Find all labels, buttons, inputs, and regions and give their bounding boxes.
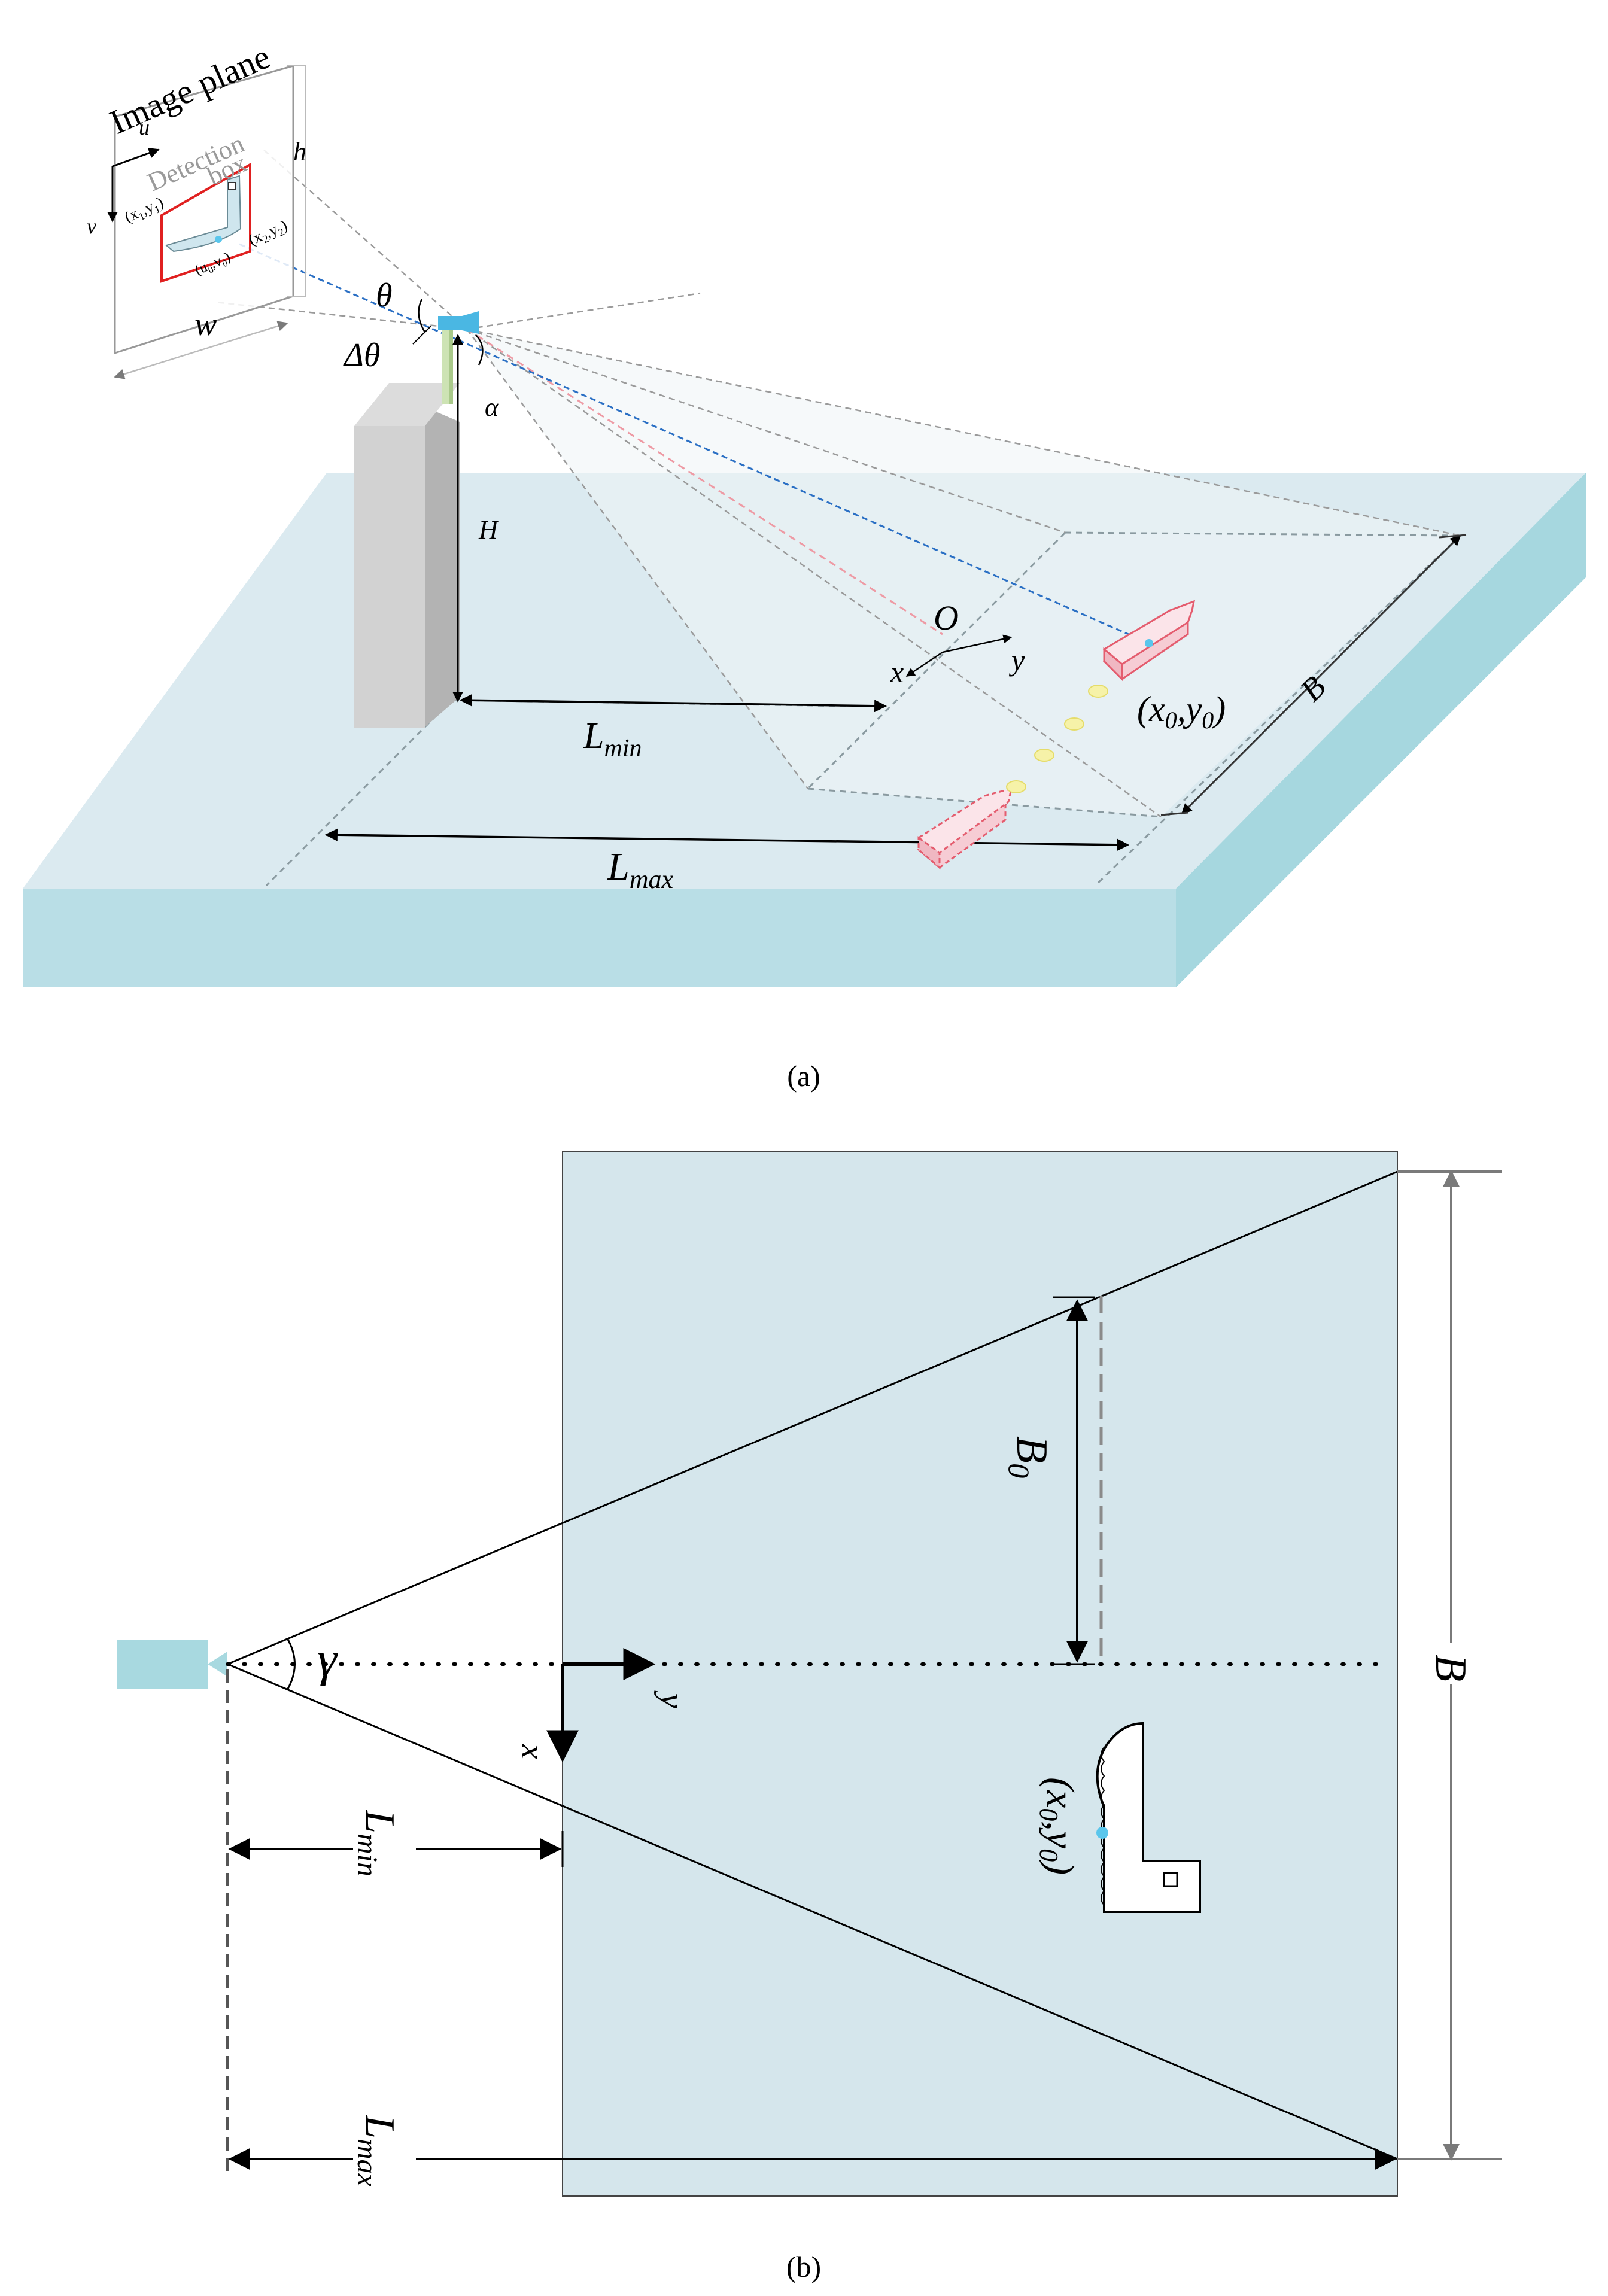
v-label: v [87, 214, 96, 238]
pillar-top [354, 383, 460, 426]
pillar-side [425, 407, 460, 727]
trajectory-marks [1006, 685, 1108, 793]
fov-ray-6 [263, 149, 467, 330]
w-label: w [194, 306, 217, 343]
L-min-label-bg [353, 1816, 416, 1882]
O-label: O [934, 598, 959, 637]
fov-region [467, 329, 1460, 789]
camera-mast-shade [449, 329, 453, 404]
L-max-dimension-a [324, 828, 1130, 852]
image-center-point [215, 236, 222, 243]
alpha-arc [475, 334, 484, 366]
L-min-dimension-a [459, 694, 887, 713]
B-dimension-a [1181, 534, 1461, 815]
water-front-face [23, 889, 1176, 987]
ship-window-b [1163, 1872, 1178, 1887]
caption-a: (a) [787, 1059, 820, 1093]
fov-ray-2 [466, 328, 1066, 534]
ship-center-point [1145, 639, 1153, 647]
panel-b: γ y x B0 B Lmin Lmax (x0,y0) [117, 1151, 1502, 2283]
x-label-b: x [514, 1744, 551, 1759]
u-axis [112, 148, 160, 168]
fov-ray-5 [466, 292, 701, 330]
fov-line-bottom [227, 1663, 1398, 2160]
image-plane-dim-w [114, 321, 288, 379]
ship-outline-b [1096, 1722, 1201, 1913]
ground-edge-4 [807, 531, 1066, 790]
L-max-label-b: Lmax [351, 2115, 403, 2186]
camera-mast [442, 329, 449, 404]
gamma-arc [286, 1638, 296, 1690]
fov-line-top [227, 1170, 1398, 1665]
B-label-b: B [1426, 1655, 1475, 1681]
fov-ray-3 [466, 329, 809, 789]
gamma-label: γ [317, 1631, 338, 1687]
y-label-a: y [1008, 643, 1025, 677]
y-axis-a [942, 634, 1013, 653]
ship-wake-b [1101, 1747, 1105, 1906]
line-of-sight-blue [239, 243, 1150, 644]
x-label-a: x [890, 655, 904, 689]
B-tick-1 [1160, 811, 1188, 816]
y-label-b: y [653, 1690, 691, 1708]
ground-edge-2 [265, 699, 453, 887]
theta-label: θ [376, 277, 393, 314]
delta-theta-pointer [412, 326, 431, 345]
ship-coord-label-a: (x0,y0) [1137, 689, 1226, 734]
L-max-label-bg [353, 2121, 416, 2199]
H-label: H [478, 515, 499, 545]
B-tick-2 [1439, 534, 1467, 539]
pillar-front [354, 426, 425, 728]
delta-theta-label: Δθ [343, 337, 380, 374]
x-axis-a [905, 651, 943, 677]
ship-center-point-b [1096, 1827, 1108, 1839]
theta-arc [418, 299, 426, 333]
h-label: h [293, 137, 306, 166]
panel-a: Image plane Detection box u v h w (x1,y1… [23, 37, 1586, 1093]
u-label: u [139, 115, 150, 139]
B-label-bg [1433, 1643, 1469, 1684]
detection-box [160, 162, 251, 283]
ground-edge-5 [1065, 531, 1461, 537]
ship-window-image [228, 182, 236, 190]
L-min-label-b: Lmin [351, 1810, 403, 1877]
camera-icon [438, 311, 479, 334]
fov-ray-1 [466, 328, 1461, 537]
fov-ray-4 [466, 328, 1162, 818]
ship-coord-label-b: (x0,y0) [1034, 1777, 1082, 1875]
camera-icon-b [117, 1640, 227, 1689]
water-region-b [562, 1151, 1398, 2197]
fov-ray-red [466, 328, 943, 635]
L-min-label-a: Lmin [583, 716, 642, 762]
image-plane-dim-h [287, 65, 306, 297]
caption-b: (b) [786, 2250, 821, 2283]
ship-previous [917, 787, 1013, 870]
alpha-label: α [485, 393, 499, 422]
B0-label: B0 [1002, 1436, 1056, 1478]
L-max-label-a: Lmax [607, 845, 673, 894]
